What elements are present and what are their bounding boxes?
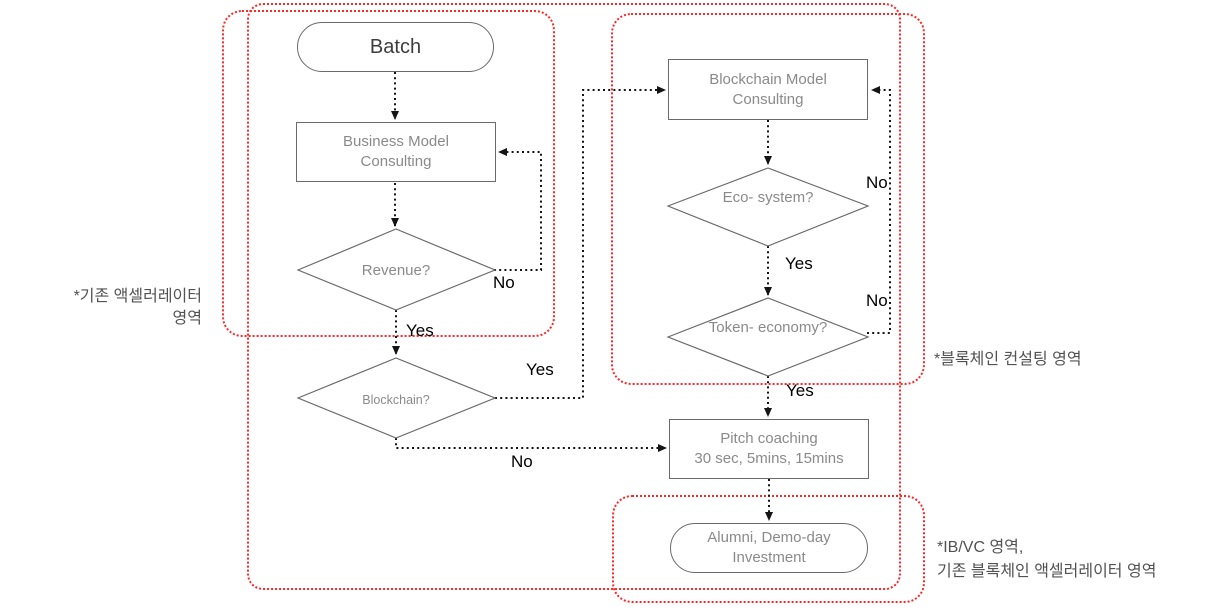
ibvc-region-label-line2: 기존 블록체인 액셀러레이터 영역 <box>937 563 1157 580</box>
node-bmc-label-line2: Consulting <box>360 153 432 170</box>
node-bmc2-label-line1: Blockchain Model <box>709 70 827 88</box>
node-bmc2-label-line2: Consulting <box>732 90 804 108</box>
node-blockchain-model-consulting: Blockchain Model Consulting <box>668 59 868 120</box>
node-blockchain-shape <box>296 357 497 439</box>
label-blockchain-yes: Yes <box>526 360 554 379</box>
node-alumni-label-line2: Investment <box>732 549 806 566</box>
ibvc-region-label: *IB/VC 영역, 기존 블록체인 액셀러레이터 영역 <box>937 536 1156 584</box>
node-revenue-label: Revenue? <box>361 262 431 279</box>
blockchain-consulting-region-box <box>611 13 925 385</box>
node-batch-label: Batch <box>369 36 422 58</box>
node-pitch-coaching: Pitch coaching 30 sec, 5mins, 15mins <box>669 419 869 479</box>
label-ecosystem-no: No <box>866 173 888 192</box>
node-bmc-label-line1: Business Model <box>343 133 449 150</box>
accelerator-region-box <box>222 10 555 337</box>
node-token-economy-label: Token- economy? <box>668 318 868 337</box>
node-revenue-shape <box>296 228 497 311</box>
node-ecosystem-shape <box>666 167 870 247</box>
edge-blockchain-yes <box>495 86 666 399</box>
label-token-yes: Yes <box>786 381 814 400</box>
accelerator-region-label-line2: 영역 <box>172 310 202 327</box>
accelerator-region-label-line1: *기존 액셀러레이터 <box>73 288 202 305</box>
label-revenue-no: No <box>493 273 515 292</box>
node-ecosystem-label-line1: Eco- <box>722 189 754 206</box>
label-blockchain-no: No <box>511 452 533 471</box>
node-alumni-label-line1: Alumni, Demo-day <box>707 529 831 546</box>
node-ecosystem-label-line2: system? <box>757 189 814 206</box>
node-alumni-investment: Alumni, Demo-day Investment <box>670 523 868 573</box>
label-token-no: No <box>866 291 888 310</box>
node-pitch-label-line2: 30 sec, 5mins, 15mins <box>694 450 844 467</box>
edge-token-no-loop <box>867 86 891 334</box>
node-token-label-line1: Token- <box>708 319 754 336</box>
accelerator-region-label: *기존 액셀러레이터 영역 <box>28 286 202 330</box>
edge-blockchain-no <box>395 438 667 452</box>
label-ecosystem-yes: Yes <box>785 254 813 273</box>
blockchain-consulting-region-label: *블록체인 컨설팅 영역 <box>934 351 1082 368</box>
edge-revenue-no-loop <box>494 148 542 271</box>
node-token-label-line2: economy? <box>757 319 828 336</box>
node-token-economy-shape <box>666 297 870 377</box>
ibvc-region-label-line1: *IB/VC 영역, <box>937 539 1024 556</box>
outer-region-box <box>247 3 901 590</box>
node-batch: Batch <box>297 22 494 72</box>
node-ecosystem-label: Eco- system? <box>668 188 868 207</box>
node-business-model-consulting: Business Model Consulting <box>296 122 496 182</box>
node-blockchain-label: Blockchain? <box>362 393 430 407</box>
node-pitch-label-line1: Pitch coaching <box>720 430 818 447</box>
label-revenue-yes: Yes <box>406 321 434 340</box>
